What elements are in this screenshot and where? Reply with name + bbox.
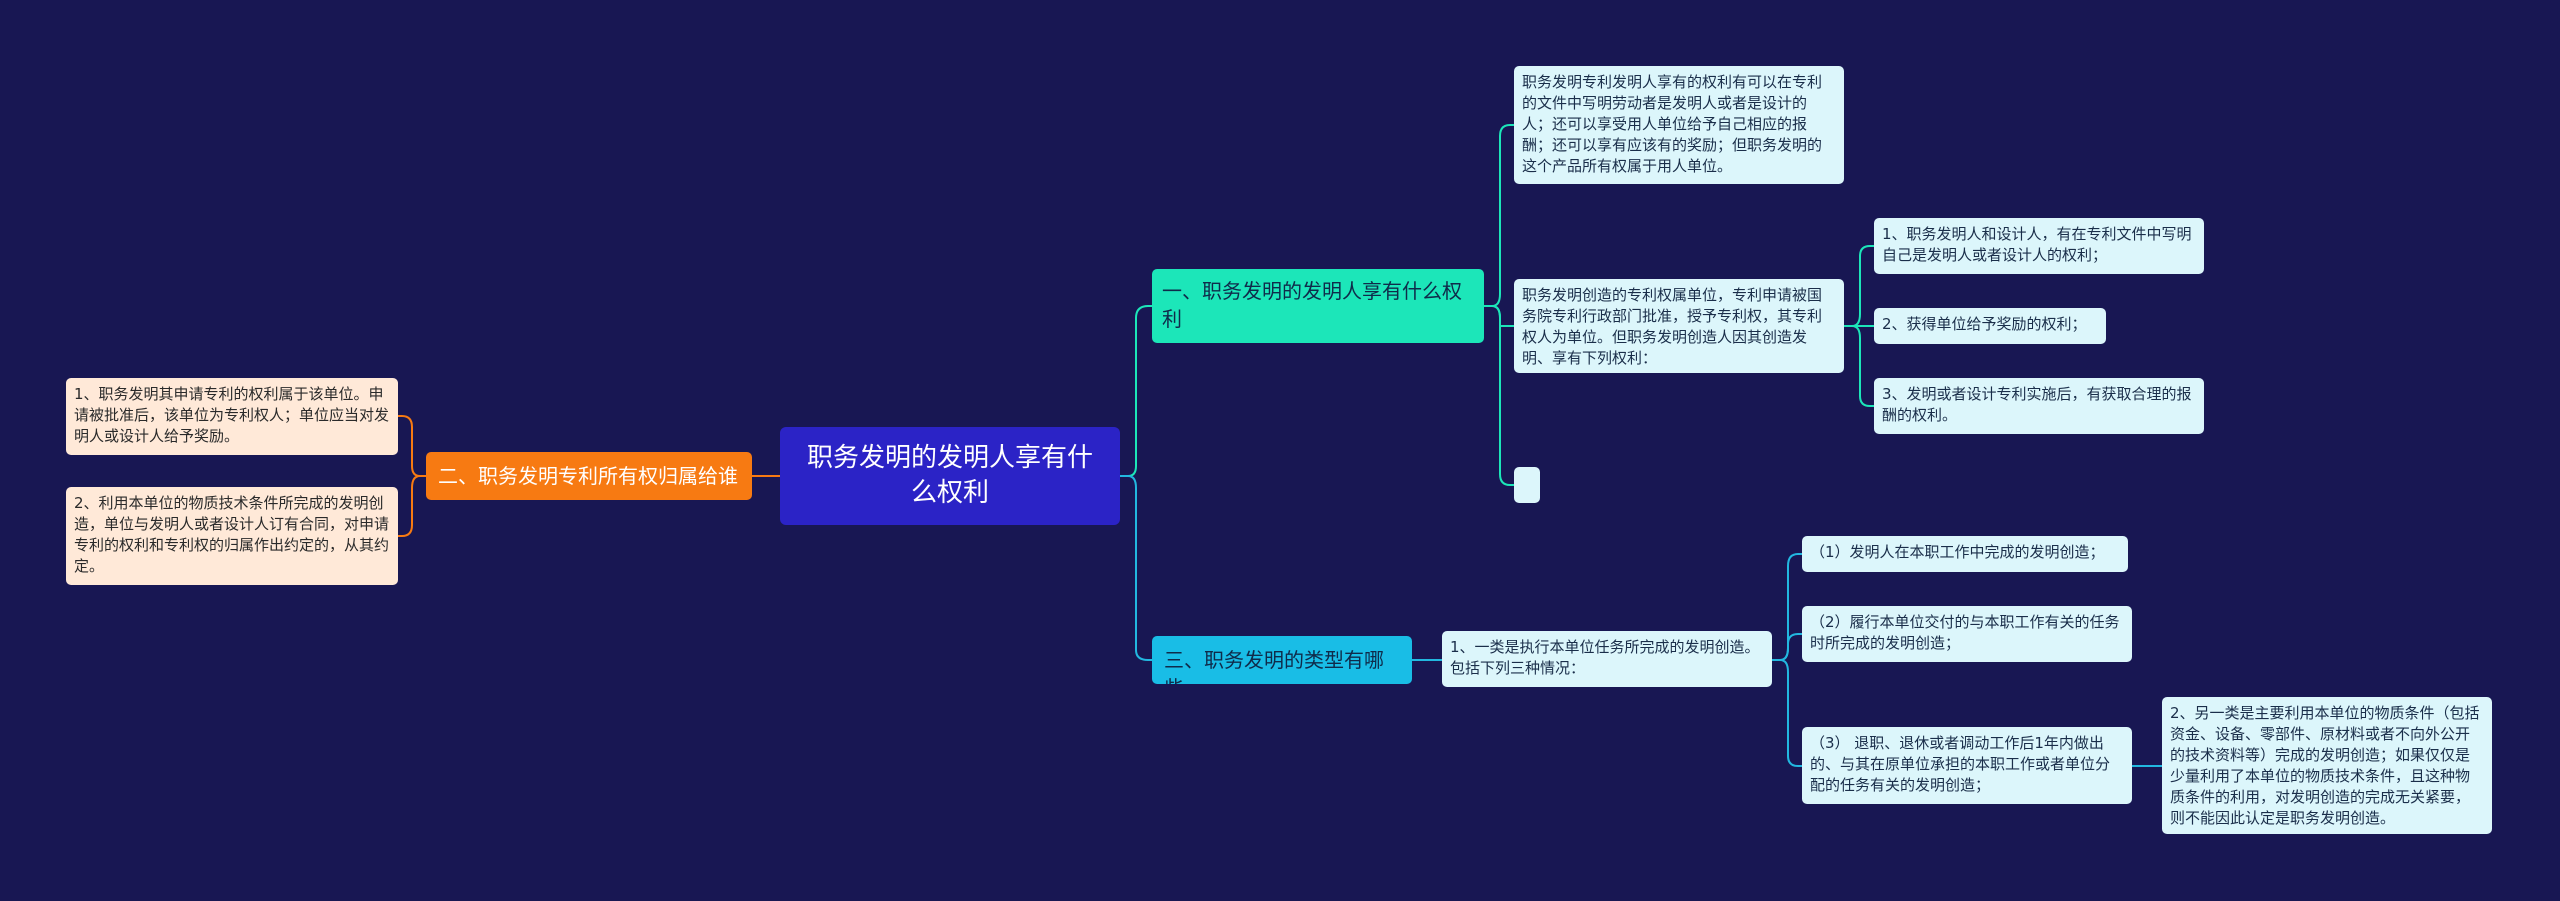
topic-text: 职务发明创造的专利权属单位，专利申请被国务院专利行政部门批准，授予专利权，其专利… <box>1522 286 1823 367</box>
topic-text: 2、获得单位给予奖励的权利； <box>1882 315 2087 333</box>
topic-text: （1）发明人在本职工作中完成的发明创造； <box>1810 543 2105 561</box>
topic-case-3[interactable]: （3） 退职、退休或者调动工作后1年内做出的、与其在原单位承担的本职工作或者单位… <box>1802 727 2132 804</box>
topic-text: 2、另一类是主要利用本单位的物质条件（包括资金、设备、零部件、原材料或者不向外公… <box>2170 704 2480 827</box>
link-c2-m1 <box>1844 245 1874 327</box>
topic-text: 1、职务发明人和设计人，有在专利文件中写明自己是发明人或者设计人的权利； <box>1882 225 2192 264</box>
link-orange-o2 <box>398 475 426 537</box>
link-b1-s2 <box>1772 633 1802 661</box>
branch-inventor-rights-label: 一、职务发明的发明人享有什么权利 <box>1162 279 1462 331</box>
link-teal-c1 <box>1484 124 1514 307</box>
branch-invention-types-label: 三、职务发明的类型有哪些 <box>1164 648 1384 684</box>
topic-ownership-1[interactable]: 1、职务发明其申请专利的权利属于该单位。申请被批准后，该单位为专利权人；单位应当… <box>66 378 398 455</box>
link-root-blue <box>1120 475 1152 661</box>
link-teal-c3 <box>1484 305 1514 486</box>
topic-text: （2）履行本单位交付的与本职工作有关的任务时所完成的发明创造； <box>1810 613 2120 652</box>
topic-right-reward[interactable]: 2、获得单位给予奖励的权利； <box>1874 308 2106 344</box>
branch-ownership-label: 二、职务发明专利所有权归属给谁 <box>438 464 738 488</box>
topic-case-1[interactable]: （1）发明人在本职工作中完成的发明创造； <box>1802 536 2128 572</box>
topic-text: 3、发明或者设计专利实施后，有获取合理的报酬的权利。 <box>1882 385 2192 424</box>
topic-text: 2、利用本单位的物质技术条件所完成的发明创造，单位与发明人或者设计人订有合同，对… <box>74 494 390 575</box>
branch-ownership[interactable]: 二、职务发明专利所有权归属给谁 <box>426 452 752 500</box>
topic-text: 职务发明专利发明人享有的权利有可以在专利的文件中写明劳动者是发明人或者是设计的人… <box>1522 73 1823 175</box>
topic-text: （3） 退职、退休或者调动工作后1年内做出的、与其在原单位承担的本职工作或者单位… <box>1810 734 2111 794</box>
topic-case-2[interactable]: （2）履行本单位交付的与本职工作有关的任务时所完成的发明创造； <box>1802 606 2132 662</box>
topic-empty[interactable] <box>1514 467 1540 503</box>
link-b1-s1 <box>1772 553 1802 661</box>
topic-text: 1、职务发明其申请专利的权利属于该单位。申请被批准后，该单位为专利权人；单位应当… <box>74 385 390 445</box>
root-topic-label: 职务发明的发明人享有什么权利 <box>806 443 1093 508</box>
link-c2-m3 <box>1844 325 1874 407</box>
topic-ownership-2[interactable]: 2、利用本单位的物质技术条件所完成的发明创造，单位与发明人或者设计人订有合同，对… <box>66 487 398 585</box>
topic-inventor-rights-summary[interactable]: 职务发明专利发明人享有的权利有可以在专利的文件中写明劳动者是发明人或者是设计的人… <box>1514 66 1844 184</box>
root-topic[interactable]: 职务发明的发明人享有什么权利 <box>780 427 1120 525</box>
branch-inventor-rights[interactable]: 一、职务发明的发明人享有什么权利 <box>1152 269 1484 343</box>
link-root-teal <box>1120 305 1152 477</box>
branch-invention-types[interactable]: 三、职务发明的类型有哪些 <box>1152 636 1412 684</box>
topic-patent-ownership-rights[interactable]: 职务发明创造的专利权属单位，专利申请被国务院专利行政部门批准，授予专利权，其专利… <box>1514 279 1844 373</box>
topic-right-named[interactable]: 1、职务发明人和设计人，有在专利文件中写明自己是发明人或者设计人的权利； <box>1874 218 2204 274</box>
link-orange-o1 <box>398 415 426 477</box>
topic-type-one[interactable]: 1、一类是执行本单位任务所完成的发明创造。包括下列三种情况： <box>1442 631 1772 687</box>
topic-type-two[interactable]: 2、另一类是主要利用本单位的物质条件（包括资金、设备、零部件、原材料或者不向外公… <box>2162 697 2492 834</box>
link-teal-c2 <box>1484 305 1514 327</box>
link-b1-s3 <box>1772 659 1802 767</box>
topic-right-remuneration[interactable]: 3、发明或者设计专利实施后，有获取合理的报酬的权利。 <box>1874 378 2204 434</box>
topic-text: 1、一类是执行本单位任务所完成的发明创造。包括下列三种情况： <box>1450 638 1760 677</box>
